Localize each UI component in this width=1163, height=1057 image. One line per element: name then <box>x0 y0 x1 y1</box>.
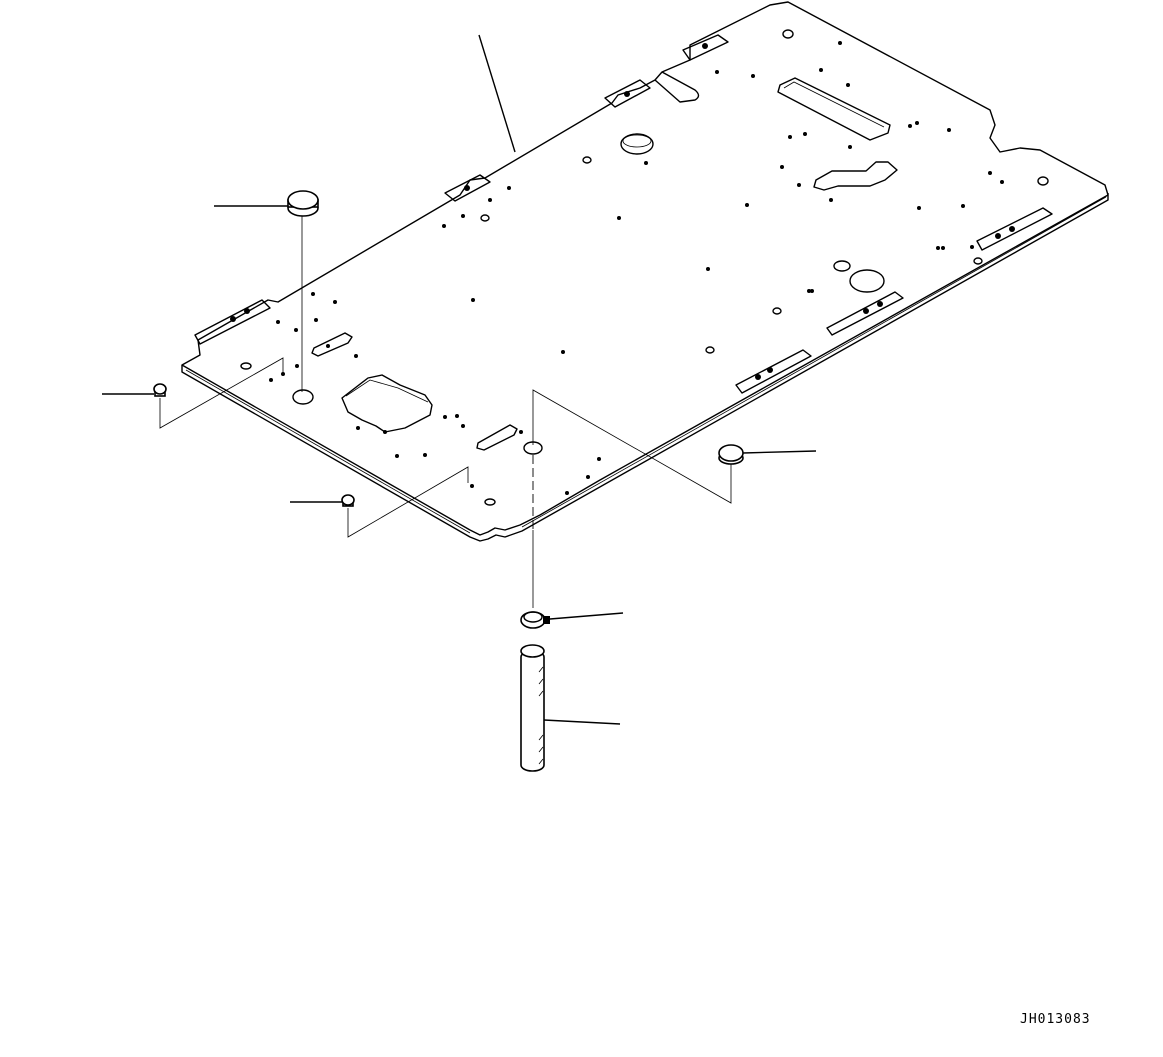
drawing-id-label: JH013083 <box>1020 1012 1091 1027</box>
mounting-tab <box>826 291 904 336</box>
mounting-tab <box>444 174 491 202</box>
callout-leader-cap-right <box>742 450 817 454</box>
mounting-tab <box>682 34 729 61</box>
grommet-left[interactable] <box>153 357 284 429</box>
floor-plate[interactable] <box>181 1 1109 542</box>
hose-clamp[interactable] <box>520 611 550 629</box>
mounting-tab <box>194 299 271 345</box>
grommet-lower-left[interactable] <box>341 466 469 538</box>
cap-right[interactable] <box>532 389 744 504</box>
callout-leader-floor-plate <box>478 34 516 153</box>
bolt-holes <box>269 41 1004 495</box>
drain-hose[interactable] <box>520 644 545 772</box>
mounting-tab <box>735 349 812 394</box>
cap-upper-left[interactable] <box>287 190 319 392</box>
callout-leader-drain-hose <box>543 719 621 725</box>
callout-leader-hose-clamp <box>549 612 624 620</box>
mounting-tab <box>604 79 651 108</box>
mounting-tab <box>976 207 1053 251</box>
